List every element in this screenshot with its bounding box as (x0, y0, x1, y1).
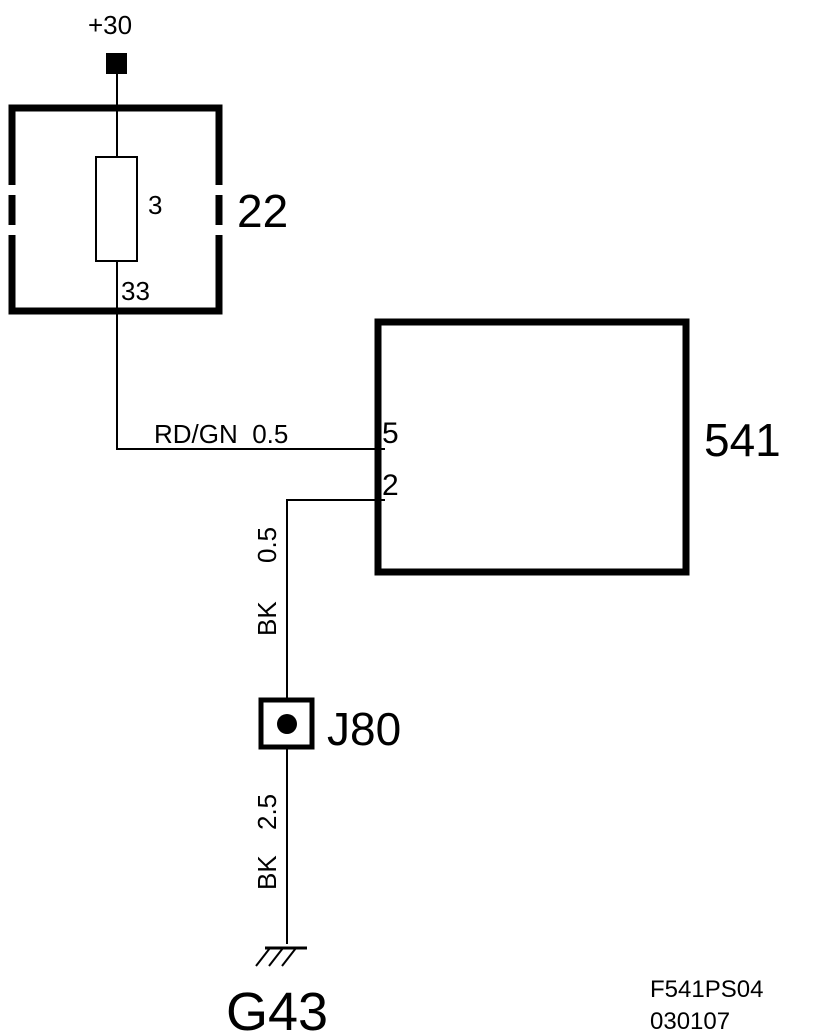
supply-label: +30 (88, 10, 132, 40)
fuse-element (95, 156, 138, 262)
diagram-date: 030107 (650, 1008, 730, 1035)
fuse-box (8, 104, 223, 315)
module-pin-5: 5 (382, 417, 399, 450)
wire-color-upper: BK (252, 601, 282, 636)
fuse-output-pin: 33 (121, 276, 150, 306)
wire-label-supply: RD/GN 0.5 (154, 419, 288, 449)
module-id: 541 (704, 414, 781, 466)
wire-color-lower: BK (252, 855, 282, 890)
control-module-box (374, 318, 690, 576)
ground-icon (255, 946, 307, 967)
fuse-number: 3 (148, 190, 162, 220)
junction-id: J80 (327, 703, 401, 755)
ground-id: G43 (226, 982, 328, 1036)
diagram-code: F541PS04 (650, 976, 763, 1003)
wire-size-lower: 2.5 (252, 794, 282, 830)
fuse-box-id: 22 (237, 185, 288, 237)
junction-dot (277, 714, 297, 734)
module-pin-2: 2 (382, 469, 399, 502)
wire-size-upper: 0.5 (252, 527, 282, 563)
wire-supply-to-module (116, 74, 385, 450)
wire-module-to-ground (286, 499, 385, 944)
supply-terminal (106, 53, 127, 74)
